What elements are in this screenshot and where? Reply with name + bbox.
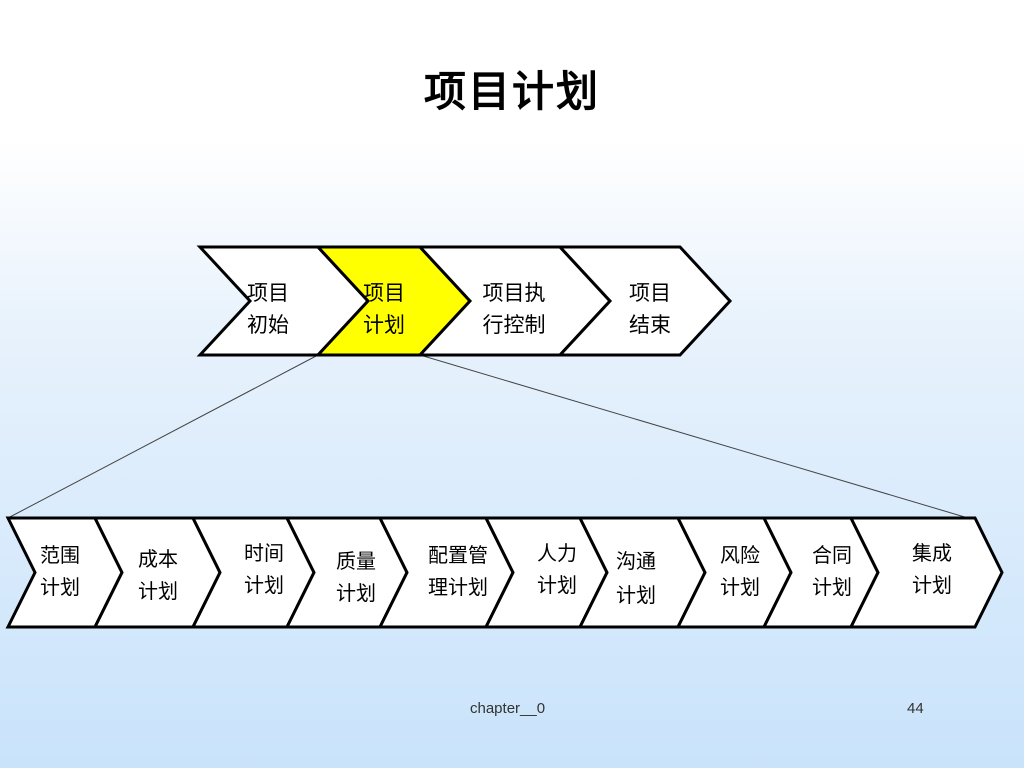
subplan-label: 质量 [336, 549, 376, 573]
subplan-label: 集成 [912, 541, 952, 565]
subplan-label: 计划 [537, 573, 577, 597]
phase-label: 项目 [629, 281, 671, 305]
subplan-label: 风险 [720, 543, 760, 567]
zoom-connectors [7, 354, 969, 519]
phase-label: 初始 [247, 313, 289, 337]
phase-label: 结束 [629, 313, 671, 337]
phase-label: 项目执 [483, 281, 546, 305]
phase-chevron-shape [556, 245, 733, 357]
subplan-chevron-shape [848, 516, 1004, 629]
phase-label: 项目 [363, 281, 405, 305]
page-number: 44 [907, 700, 924, 717]
subplan-label: 计划 [812, 575, 852, 599]
subplan-label: 计划 [40, 575, 80, 599]
subplan-label: 配置管 [428, 543, 488, 567]
subplan-label: 计划 [616, 583, 656, 607]
footer-chapter: chapter__0 [470, 700, 546, 717]
connector-line-left [7, 354, 319, 519]
phase-label: 计划 [363, 313, 405, 337]
subplan-label: 计划 [336, 581, 376, 605]
subplan-label: 合同 [812, 543, 852, 567]
slide-title: 项目计划 [423, 67, 600, 116]
subplan-label: 计划 [912, 573, 952, 597]
phase-label: 行控制 [483, 313, 546, 337]
subplan-label: 理计划 [428, 575, 488, 599]
subplan-label: 时间 [244, 541, 284, 565]
subplan-label: 计划 [244, 573, 284, 597]
subplan-label: 成本 [138, 547, 178, 571]
subplan-label: 计划 [138, 579, 178, 603]
subplan-chevron-row: 范围计划成本计划时间计划质量计划配置管理计划人力计划沟通计划风险计划合同计划集成… [5, 516, 1004, 629]
subplan-label: 沟通 [616, 549, 656, 573]
phase-label: 项目 [247, 281, 289, 305]
subplan-label: 范围 [40, 543, 80, 567]
subplan-label: 人力 [537, 541, 577, 565]
subplan-label: 计划 [720, 575, 760, 599]
connector-line-right [419, 354, 969, 519]
